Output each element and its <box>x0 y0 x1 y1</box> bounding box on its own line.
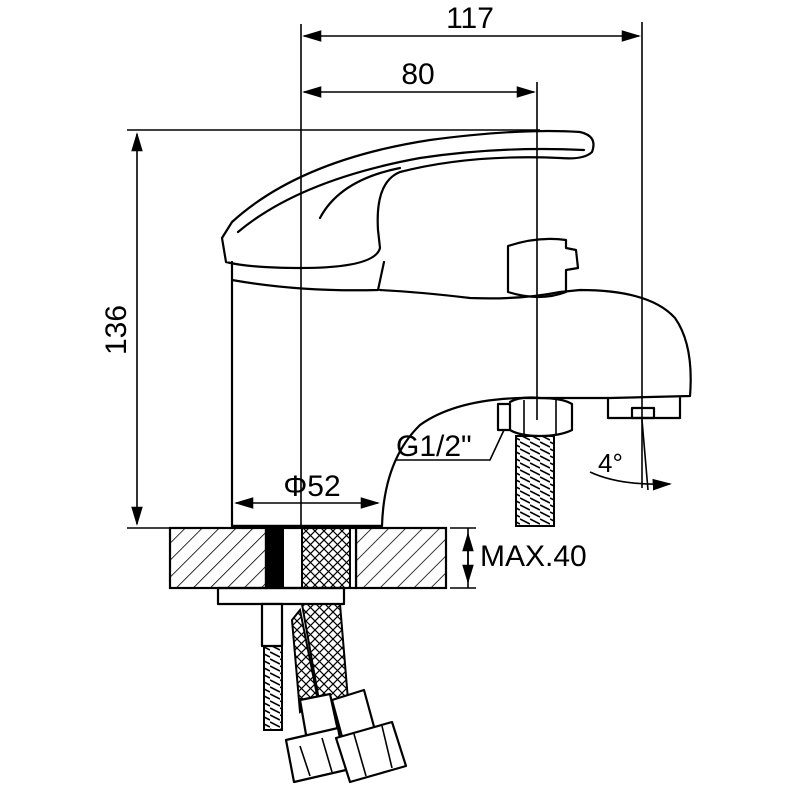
under-deck-parts <box>216 586 408 784</box>
inlet-thread-label: G1/2" <box>396 430 472 463</box>
dimension-phi52: Φ52 <box>234 470 380 509</box>
faucet-body <box>220 129 692 528</box>
angle-label: 4° <box>598 448 623 478</box>
dimension-136-label: 136 <box>100 305 133 355</box>
dimension-117-label: 117 <box>446 2 494 35</box>
deck-section: MAX.40 <box>168 526 587 590</box>
dimension-136: 136 <box>100 129 540 529</box>
max-deck-label: MAX.40 <box>480 540 587 573</box>
outlet-fitting: G1/2" <box>395 396 574 527</box>
dimension-80: 80 <box>302 58 538 420</box>
dimension-phi52-label: Φ52 <box>283 470 340 503</box>
angle-indicator: 4° <box>589 419 672 491</box>
dimension-117: 117 <box>300 2 643 528</box>
dimension-80-label: 80 <box>401 58 434 91</box>
